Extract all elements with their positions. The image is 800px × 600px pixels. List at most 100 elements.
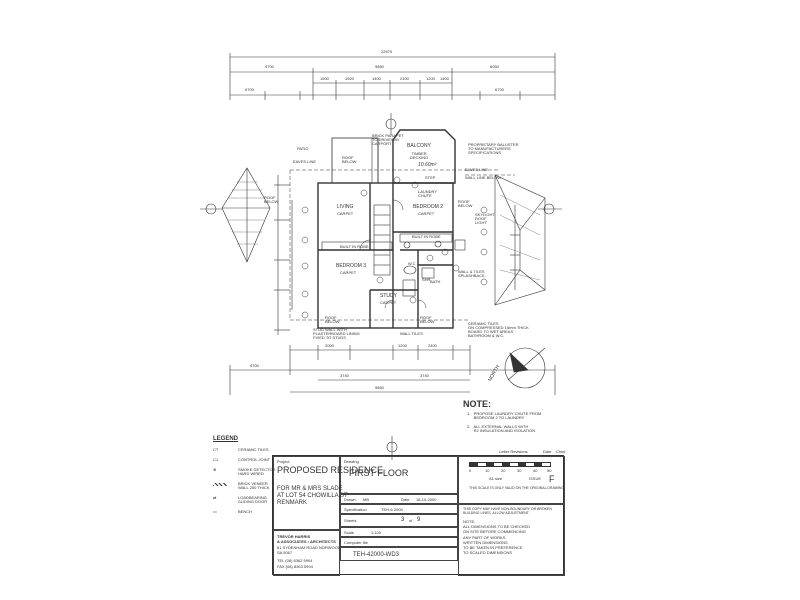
notes-title: NOTE: — [463, 399, 491, 409]
label-roof-below-top: ROOF BELOW — [342, 155, 357, 164]
issue-label: ISSUE — [529, 476, 542, 481]
label-laundry-chute: LAUNDRY CHUTE — [418, 189, 438, 198]
spec-cell: Specification TEH-6-2000 — [340, 504, 458, 514]
label-built-in-robe-1: BUILT IN ROBE — [340, 244, 369, 249]
legend-text: SMOKE DETECTOR HARD WIRED — [238, 467, 276, 476]
label-wall-line-below: WALL LINE BELOW — [465, 175, 502, 180]
legend-item: ⇄ LOADBEARING SLIDING DOOR — [213, 494, 275, 506]
label-roof-below-right: ROOF BELOW — [458, 199, 473, 208]
label-step: STEP — [425, 175, 436, 180]
label-roof-below-b1: ROOF BELOW — [325, 315, 340, 324]
scale-value: 1:100 — [371, 530, 382, 535]
dim-row2-right: 6700 — [495, 87, 504, 92]
drawn-label: Drawn — [344, 497, 356, 502]
drawn-cell: Drawn MB Date 18-10-2000 — [340, 494, 458, 504]
drawing-number-cell: TEH-42000-WD3 — [340, 547, 458, 561]
drawn-value: MB — [363, 497, 369, 502]
copy-note: THIS COPY MAY HAVE NON-BOUNDARY OR BROKE… — [463, 507, 552, 515]
dim-overall-top: 22670 — [381, 49, 393, 54]
spec-value: TEH-6-2000 — [381, 507, 403, 512]
legend-symbol: CT — [213, 447, 219, 452]
sheet-label: Sheets — [344, 518, 357, 523]
label-eaves-line: EAVES LINE — [293, 159, 317, 164]
firm-cell: TREVOR HARRIS & ASSOCIATES • ARCHITECTS … — [273, 530, 341, 576]
legend-text: CONTROL JOINT — [238, 457, 271, 462]
legend-text: CERAMIC TILES — [238, 447, 269, 452]
label-eaves-line-right: EAVES LINE — [465, 167, 489, 172]
firm-tel: TEL (08) 8362 5904 — [277, 558, 313, 563]
rev-checked: Chkd — [556, 449, 566, 454]
dim-d4: 2100 — [400, 76, 409, 81]
label-skylight: SKYLIGHT ROOF LIGHT — [475, 212, 495, 225]
project-cell: Project PROPOSED RESIDENCE FOR MR & MRS … — [273, 456, 383, 530]
dim-row2-left: 6700 — [245, 87, 254, 92]
computer-file-label: Computer file — [344, 540, 368, 545]
firm-address-2: SA 5067 — [277, 550, 293, 555]
label-carpet-2: CARPET — [418, 211, 435, 216]
firm-address-1: 61 SYDENHAM ROAD NORWOOD — [277, 545, 341, 550]
legend-symbol: CJ — [213, 457, 218, 462]
dim-top-right: 6050 — [490, 64, 499, 69]
label-carpet-1: CARPET — [337, 211, 354, 216]
label-carpet-4: CARPET — [380, 300, 397, 305]
label-balcony: BALCONY — [407, 143, 431, 149]
scale-bar-40: 40 — [533, 468, 538, 473]
scale-bar-10: 10 — [485, 468, 490, 473]
label-proprietary: PROPRIETARY BALUSTER TO MANUFACTURERS SP… — [468, 142, 519, 155]
legend-item: CJ CONTROL JOINT — [213, 456, 275, 466]
client-line-1: FOR MR & MRS SLADE — [277, 486, 343, 492]
letter-revisions: Letter Revisions — [499, 449, 528, 454]
drawing-label: Drawing — [344, 459, 359, 464]
project-label: Project — [277, 459, 290, 464]
label-patio: PATIO — [297, 146, 309, 151]
label-built-in-robe-2: BUILT IN ROBE — [412, 234, 441, 239]
dim-bottom-overall: 9850 — [375, 385, 384, 390]
label-bath: BATH — [430, 279, 441, 284]
client-line-2: AT LOT 54 CHOWILLA ST — [277, 493, 348, 499]
dim-bot-right: 3740 — [420, 373, 429, 378]
dim-b2: 1200 — [398, 343, 407, 348]
dim-bot-left: 3740 — [340, 373, 349, 378]
label-timber-decking: TIMBER DECKING — [410, 151, 429, 160]
note-2: 2. ALL EXTERNAL WALLS WITH R2 INSULATION… — [467, 424, 536, 433]
sheet-cell: Sheets 3 of 9 — [340, 514, 458, 527]
firm-name: TREVOR HARRIS — [277, 534, 311, 539]
label-roof-below-b2: ROOF BELOW — [420, 315, 435, 324]
title-block: Project PROPOSED RESIDENCE FOR MR & MRS … — [272, 450, 565, 576]
scale-cell: Scale 1:100 — [340, 527, 458, 537]
drawing-cell: Drawing FIRST FLOOR — [340, 456, 458, 494]
dim-d6: 1400 — [440, 76, 449, 81]
legend-item: ⊗ SMOKE DETECTOR HARD WIRED — [213, 466, 276, 478]
sliding-door-icon: ⇄ — [213, 495, 217, 500]
scale-bar-30: 30 — [517, 468, 522, 473]
issue-letter: F — [549, 474, 555, 484]
label-bedroom-2: BEDROOM 2 — [413, 204, 444, 210]
label-wall-tile-splash: WALL & TILES SPLASHBACK — [458, 269, 485, 278]
drawing-number: TEH-42000-WD3 — [353, 552, 400, 558]
label-balcony-area: 10.60m² — [418, 162, 437, 168]
scale-bar-0: 0 — [469, 468, 472, 473]
sheet-number: 3 — [401, 517, 405, 523]
dimensions-note: NOTE: ALL DIMENSIONS TO BE CHECKED ON SI… — [463, 519, 531, 556]
dim-d5: 1200 — [426, 76, 435, 81]
label-living: LIVING — [337, 204, 354, 210]
legend-title: LEGEND — [213, 436, 239, 442]
project-name: PROPOSED RESIDENCE — [277, 465, 384, 475]
label-bedroom-3: BEDROOM 3 — [336, 263, 367, 269]
dim-b3: 2400 — [428, 343, 437, 348]
revisions-cell: Letter Revisions Date Chkd 0 10 20 30 40… — [458, 450, 565, 504]
sheet-total: 9 — [417, 517, 421, 523]
label-wc: W.C. — [408, 261, 417, 266]
dim-d1: 1500 — [320, 76, 329, 81]
scale-bar — [469, 462, 551, 467]
client-line-3: RENMARK — [277, 500, 308, 506]
dim-d2: 1920 — [345, 76, 354, 81]
legend-text: BENCH — [238, 509, 253, 514]
drawing-name: FIRST FLOOR — [349, 468, 409, 478]
dim-d3: 1400 — [372, 76, 381, 81]
dim-bot-total: 4700 — [250, 363, 259, 368]
note-1: 1. PROPOSE LAUNDRY CHUTE FROM BEDROOM 2 … — [467, 411, 542, 420]
dim-b1: 2000 — [325, 343, 334, 348]
date-label: Date — [401, 497, 410, 502]
firm-fax: FAX (08) 8363 5994 — [277, 564, 313, 569]
